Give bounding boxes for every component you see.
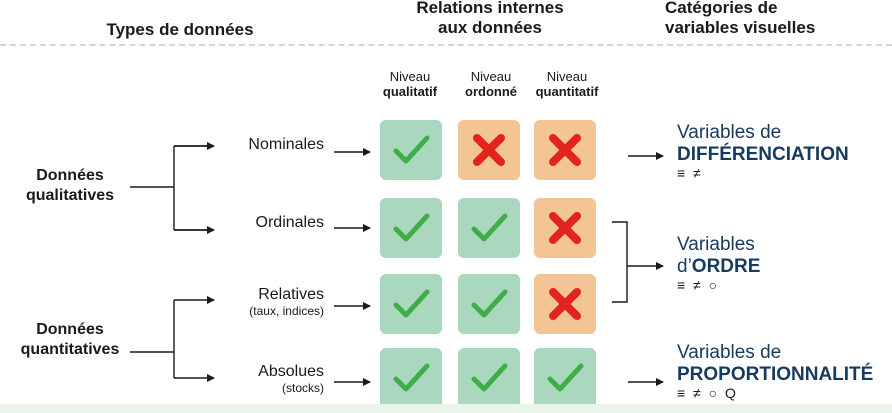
row-label-absolues: Absolues (stocks) [200,363,324,395]
check-icon [393,289,430,318]
category-differenciation-bold: DIFFÉRENCIATION [677,144,849,165]
group-qualitatives: Données qualitatives [0,166,140,206]
cross-icon [549,288,581,320]
row-label-nominales: Nominales [200,136,324,154]
header-divider [0,44,892,46]
category-differenciation: Variables de DIFFÉRENCIATION ≡ ≠ [677,122,892,180]
level-qualitatif-line1: Niveau [389,69,431,84]
row-label-relatives: Relatives (taux, indices) [200,286,324,318]
check-icon [471,213,508,242]
relation-cell [458,348,520,408]
category-ordre-line1: Variables [677,234,755,255]
level-quantitatif-line1: Niveau [546,69,588,84]
relation-cell [534,348,596,408]
relation-cell [458,198,520,258]
category-differenciation-symbols: ≡ ≠ [677,165,703,181]
level-ordonne-line2: ordonné [465,84,517,99]
relation-cell [458,120,520,180]
check-icon [393,363,430,392]
row-sub-absolues: (stocks) [282,381,324,395]
header-relations-line1: Relations internes [416,0,564,17]
category-differenciation-line1: Variables de [677,122,782,143]
relation-cell [380,274,442,334]
level-quantitatif-line2: quantitatif [535,84,599,99]
cross-icon [549,134,581,166]
check-icon [393,135,430,164]
level-qualitatif-line2: qualitatif [382,84,438,99]
header-categories-line1: Catégories de [665,0,778,17]
check-icon [393,213,430,242]
row-label-relatives-text: Relatives [258,286,324,303]
category-ordre-prefix: d’ [677,256,692,277]
header-types: Types de données [106,20,254,39]
header-categories: Catégories de variables visuelles [665,0,865,38]
header-categories-line2: variables visuelles [665,18,816,37]
category-proportionnalite-bold: PROPORTIONNALITÉ [677,364,874,385]
row-label-absolues-text: Absolues [258,363,324,380]
level-ordonne: Niveau ordonné [451,69,531,99]
check-icon [471,289,508,318]
level-ordonne-line1: Niveau [470,69,512,84]
header-relations-line2: aux données [438,18,542,37]
row-label-ordinales: Ordinales [200,214,324,232]
relation-cell [458,274,520,334]
cross-icon [473,134,505,166]
level-qualitatif: Niveau qualitatif [370,69,450,99]
category-ordre-bold: ORDRE [691,256,761,277]
bracket-qualitatives [130,145,212,231]
relation-cell [534,274,596,334]
check-icon [471,363,508,392]
level-quantitatif: Niveau quantitatif [527,69,607,99]
category-proportionnalite-symbols: ≡ ≠ ○ Q [677,385,738,401]
group-quantitatives-line2: quantitatives [20,341,120,358]
bracket-quantitatives [130,300,175,378]
category-ordre-symbols: ≡ ≠ ○ [677,277,720,293]
check-icon [547,363,584,392]
row-label-ordinales-text: Ordinales [255,214,324,231]
group-qualitatives-line2: qualitatives [25,187,115,204]
group-qualitatives-line1: Données [36,167,104,184]
header-relations: Relations internes aux données [370,0,610,38]
relation-cell [380,120,442,180]
category-proportionnalite: Variables de PROPORTIONNALITÉ ≡ ≠ ○ Q [677,342,892,400]
relation-cell [380,348,442,408]
relation-cell [380,198,442,258]
cross-icon [549,212,581,244]
row-sub-relatives: (taux, indices) [249,304,324,318]
bottom-strip [0,404,892,413]
group-quantitatives: Données quantitatives [0,320,140,360]
relations-grid [380,120,610,410]
category-proportionnalite-line1: Variables de [677,342,782,363]
relation-cell [534,198,596,258]
category-ordre: Variables d’ORDRE ≡ ≠ ○ [677,234,892,292]
row-label-nominales-text: Nominales [248,136,324,153]
relation-cell [534,120,596,180]
group-quantitatives-line1: Données [36,321,104,338]
